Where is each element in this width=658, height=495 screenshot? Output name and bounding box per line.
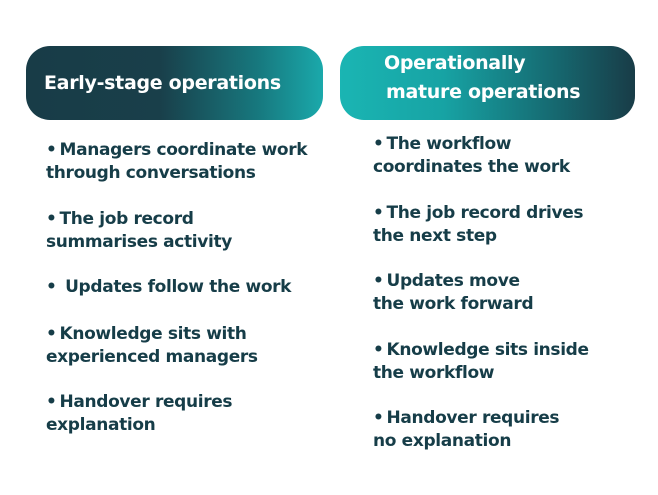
mature-title-line-1: Operationally xyxy=(384,52,526,74)
bullet-icon: • xyxy=(46,324,57,344)
bullet-icon: • xyxy=(373,271,384,291)
bullet-icon: • xyxy=(46,277,57,297)
list-item: •Knowledge sits with experienced manager… xyxy=(46,324,258,367)
list-item: •Managers coordinate work through conver… xyxy=(46,140,308,183)
bullet-icon: • xyxy=(46,392,57,412)
bullet-icon: • xyxy=(46,140,57,160)
bullet-icon: • xyxy=(373,134,384,154)
mature-operations-title: Operationally mature operations xyxy=(384,49,581,107)
bullet-icon: • xyxy=(373,340,384,360)
list-item: •Updates move the work forward xyxy=(373,271,534,314)
list-item: • Updates follow the work xyxy=(46,277,292,297)
list-item: •Handover requires explanation xyxy=(46,392,233,435)
mature-title-line-2: mature operations xyxy=(386,81,581,103)
early-stage-header: Early-stage operations xyxy=(26,46,323,120)
bullet-icon: • xyxy=(46,209,57,229)
list-item: •The job record drives the next step xyxy=(373,203,584,246)
bullet-icon: • xyxy=(373,408,384,428)
early-stage-title: Early-stage operations xyxy=(44,72,281,94)
bullet-icon: • xyxy=(373,203,384,223)
mature-operations-header: Operationally mature operations xyxy=(340,46,635,120)
list-item: •Handover requires no explanation xyxy=(373,408,560,451)
list-item: •The job record summarises activity xyxy=(46,209,232,252)
list-item: •Knowledge sits inside the workflow xyxy=(373,340,589,383)
list-item: •The workflow coordinates the work xyxy=(373,134,570,177)
